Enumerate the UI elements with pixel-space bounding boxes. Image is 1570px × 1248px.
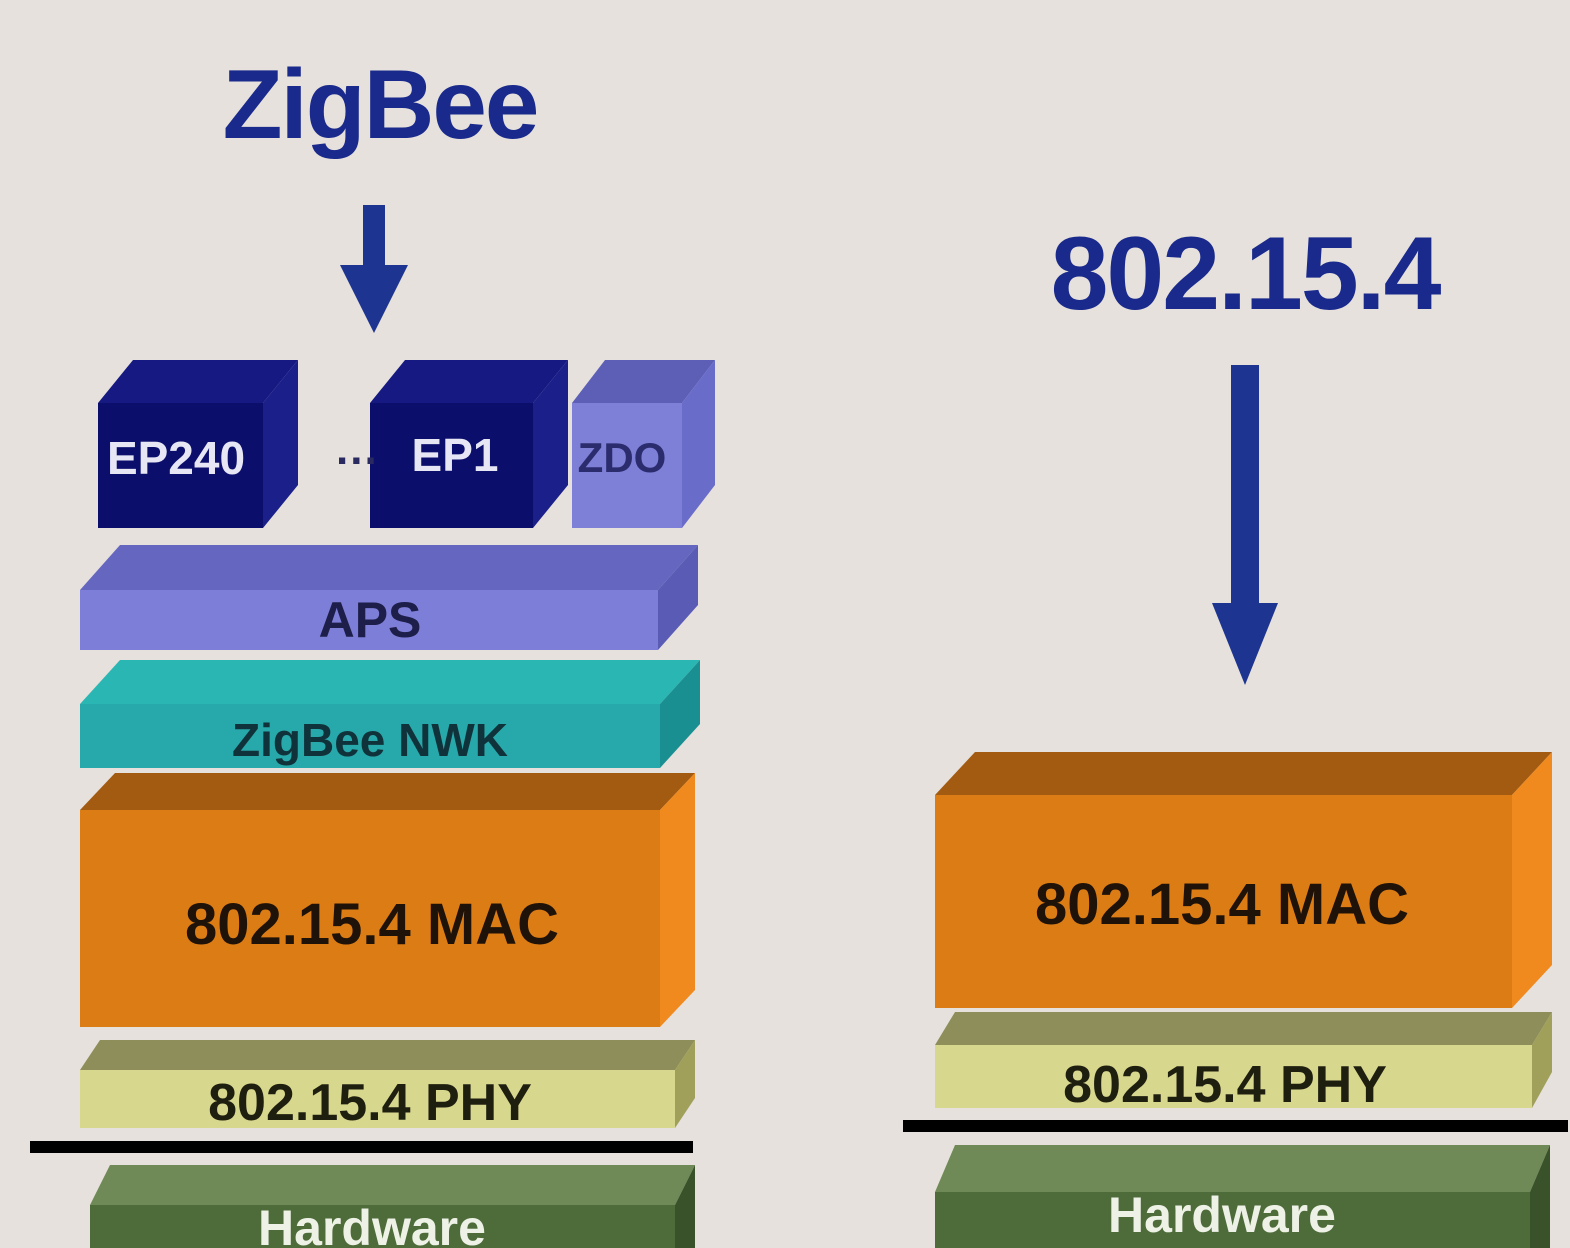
zdo-label: ZDO bbox=[577, 434, 667, 481]
zigbee-down-arrow bbox=[340, 205, 408, 333]
aps-label: APS bbox=[318, 592, 422, 648]
ep240-block bbox=[98, 360, 298, 528]
nwk-block-left bbox=[80, 660, 700, 768]
phy-block-right bbox=[935, 1012, 1552, 1108]
nwk-label: ZigBee NWK bbox=[232, 714, 508, 766]
phy-label-right: 802.15.4 PHY bbox=[1063, 1056, 1387, 1114]
hardware-block-left bbox=[90, 1165, 695, 1248]
phy-block-left bbox=[80, 1040, 695, 1128]
aps-block-left bbox=[80, 545, 698, 650]
phy-label-left: 802.15.4 PHY bbox=[208, 1074, 532, 1132]
ep1-block bbox=[370, 360, 568, 528]
hardware-label-left: Hardware bbox=[258, 1200, 486, 1248]
zigbee-title: ZigBee bbox=[222, 49, 540, 159]
zdo-block bbox=[572, 360, 715, 528]
ieee-802-15-4-title: 802.15.4 bbox=[1050, 216, 1442, 332]
hardware-label-right: Hardware bbox=[1108, 1187, 1336, 1243]
endpoint-ellipsis: ... bbox=[336, 425, 379, 474]
ep1-label: EP1 bbox=[411, 429, 499, 481]
ep240-label: EP240 bbox=[106, 432, 246, 484]
mac-label-right: 802.15.4 MAC bbox=[1035, 872, 1409, 937]
hardware-block-right bbox=[935, 1145, 1550, 1248]
ieee-down-arrow bbox=[1212, 365, 1278, 685]
mac-block-right bbox=[935, 752, 1552, 1008]
mac-block-left bbox=[80, 773, 695, 1027]
mac-label-left: 802.15.4 MAC bbox=[185, 892, 559, 957]
